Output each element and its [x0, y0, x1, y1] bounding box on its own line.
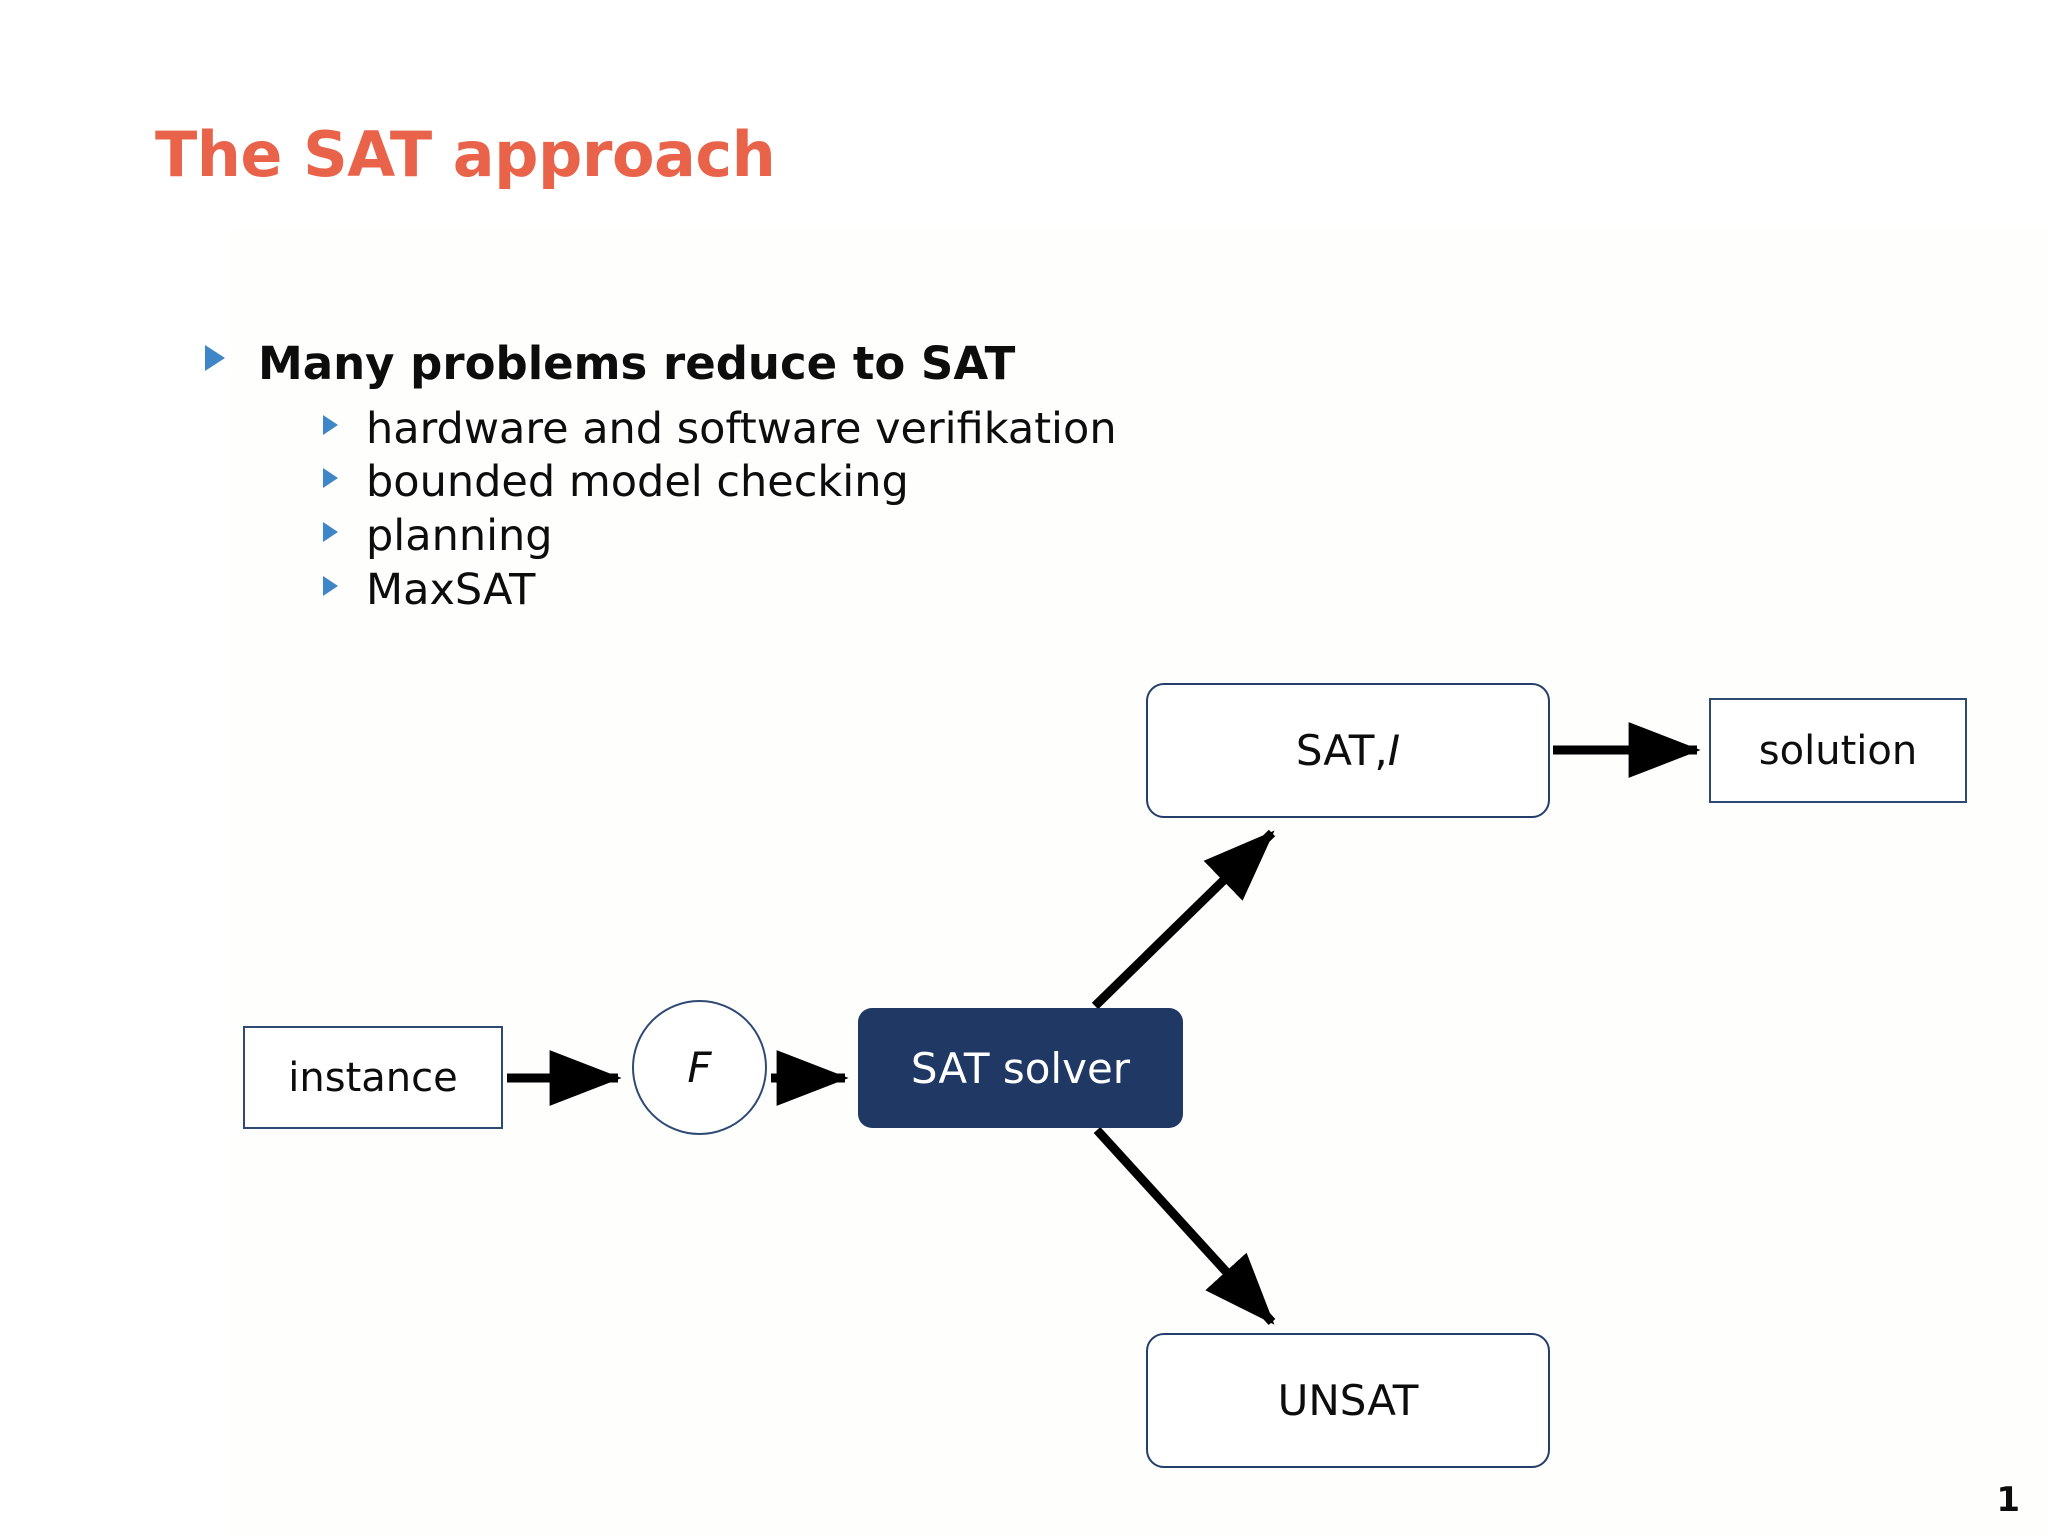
diagram-node-formula[interactable]: F — [632, 1000, 767, 1135]
edge-satsolver-to-unsat — [1093, 1126, 1276, 1326]
diagram-node-sat-solver[interactable]: SAT solver — [858, 1008, 1183, 1128]
list-item-label: planning — [366, 511, 553, 562]
node-label: instance — [288, 1054, 458, 1101]
list-item: planning — [323, 511, 1405, 562]
page-title: The SAT approach — [155, 118, 776, 191]
list-item: MaxSAT — [323, 565, 1405, 616]
triangle-right-icon — [323, 468, 338, 489]
diagram-node-solution[interactable]: solution — [1709, 698, 1967, 803]
triangle-right-icon — [323, 414, 338, 435]
node-label: F — [687, 1043, 712, 1092]
node-label: SAT solver — [910, 1043, 1131, 1093]
list-item-label: MaxSAT — [366, 564, 536, 615]
bullet-list: Many problems reduce to SAT hardware and… — [205, 338, 1405, 619]
page-number: 1 — [1996, 1480, 2020, 1520]
node-label-prefix: SAT, — [1295, 726, 1388, 775]
diagram-node-instance[interactable]: instance — [243, 1026, 503, 1129]
list-item-label: hardware and software verifikation — [366, 403, 1117, 454]
triangle-right-icon — [205, 345, 225, 371]
list-item-label: Many problems reduce to SAT — [258, 337, 1016, 390]
triangle-right-icon — [323, 522, 338, 543]
node-label-italic: I — [1387, 726, 1401, 775]
list-item: bounded model checking — [323, 457, 1405, 508]
triangle-right-icon — [323, 575, 338, 596]
diagram-node-sat[interactable]: SAT, I — [1146, 683, 1550, 818]
list-item: Many problems reduce to SAT — [205, 338, 1405, 390]
node-label: solution — [1758, 727, 1918, 774]
list-item: hardware and software verifikation — [323, 404, 1405, 455]
edge-satsolver-to-sat — [1091, 829, 1276, 1010]
content-background-band — [230, 228, 2048, 1536]
node-label: UNSAT — [1277, 1376, 1419, 1425]
diagram-node-unsat[interactable]: UNSAT — [1146, 1333, 1550, 1468]
list-item-label: bounded model checking — [366, 457, 909, 508]
